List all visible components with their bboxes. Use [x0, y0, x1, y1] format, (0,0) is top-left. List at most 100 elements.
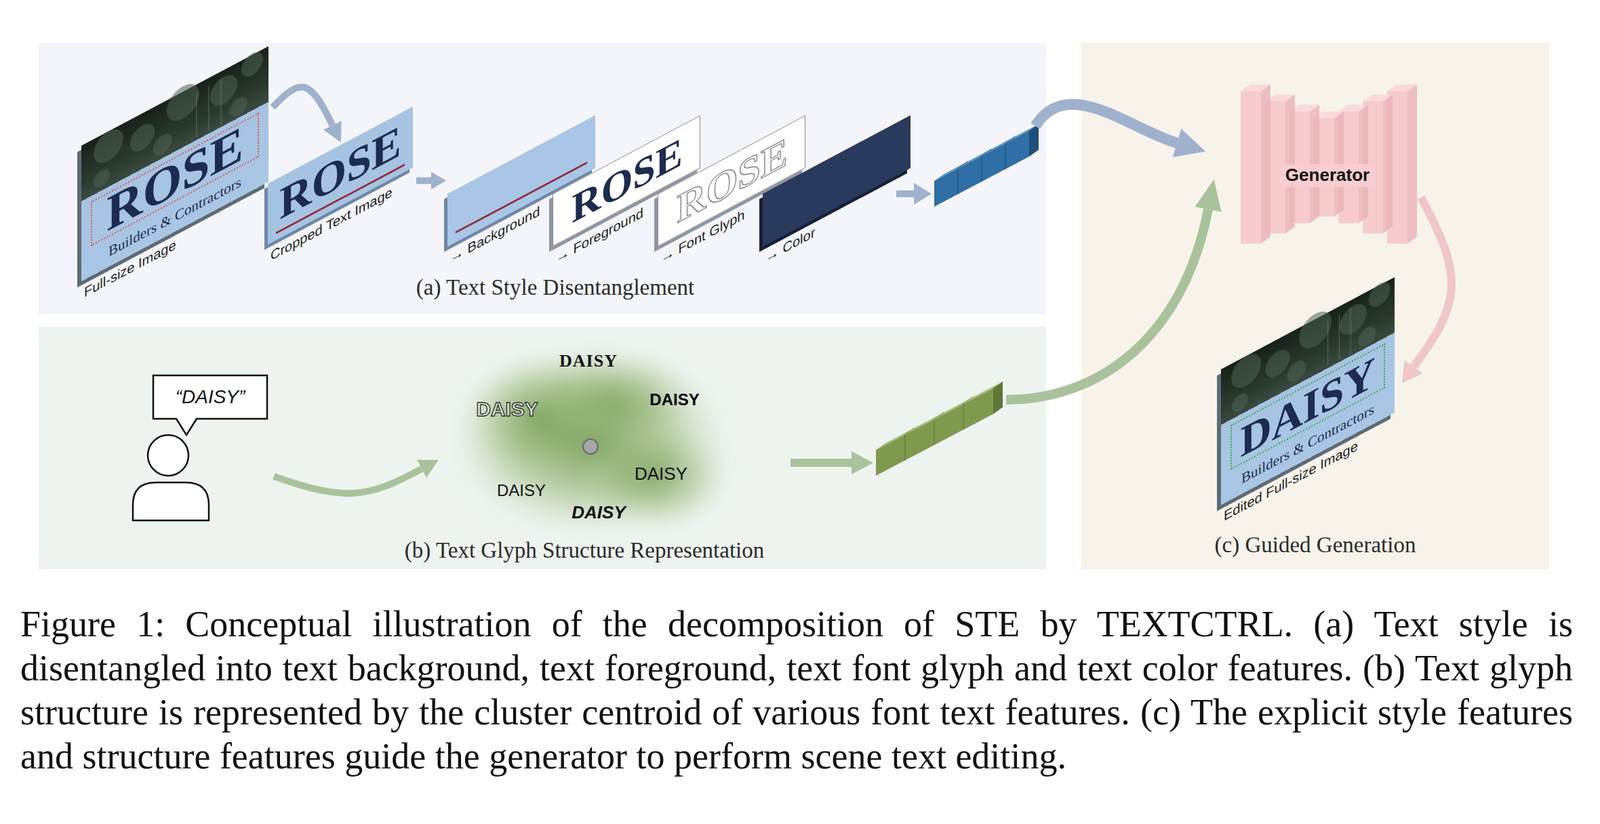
arrow-shaft	[896, 190, 916, 198]
image-slab: ROSEBuilders & ContractorsFull-size Imag…	[81, 46, 269, 282]
bar-segment	[962, 404, 965, 430]
fence-bar	[1350, 308, 1352, 354]
bar-face	[875, 388, 994, 476]
arrow-shaft	[1006, 209, 1209, 400]
text-holder: DAISY	[634, 464, 688, 485]
bar-end	[993, 381, 1003, 415]
arrow-shaft	[1035, 104, 1177, 144]
speech-bubble	[153, 375, 268, 419]
panel: GeneratorDAISYBuilders & ContractorsEdit…	[1081, 42, 1550, 570]
image-slab: ROSECropped Text Image	[267, 106, 413, 245]
flow-arrow	[1006, 179, 1222, 400]
foliage	[93, 123, 124, 169]
block-label: Generator	[1280, 164, 1375, 188]
foliage	[1231, 390, 1249, 416]
style-feature-bar	[934, 124, 1039, 207]
bar-top	[934, 124, 1039, 182]
panel-band	[1081, 42, 1550, 570]
plate-top	[1338, 105, 1369, 112]
bar-end	[1029, 124, 1039, 157]
plate-side	[1383, 94, 1393, 234]
arrow-head	[1172, 128, 1206, 158]
panel-title: (a) Text Style Disentanglement	[416, 275, 695, 302]
foliage	[130, 119, 155, 157]
flow-arrow	[1413, 197, 1452, 367]
speech-text: “DAISY”	[175, 386, 246, 409]
panel: ROSEBuilders & ContractorsFull-size Imag…	[38, 42, 1047, 315]
layer-plate	[1240, 84, 1271, 245]
fence-bar	[220, 79, 222, 125]
structure-feature-bar	[875, 381, 1003, 476]
plate-front	[1240, 91, 1262, 245]
bubble-tail	[176, 417, 197, 436]
flow-arrow	[416, 177, 432, 185]
font-sample: DAISY	[571, 503, 626, 524]
flow-arrow	[896, 183, 932, 205]
plate-top	[1387, 84, 1417, 92]
panel-title: (c) Guided Generation	[1214, 532, 1417, 559]
bar-top	[875, 381, 1003, 451]
foliage	[1368, 277, 1391, 312]
flow-arrow	[1035, 104, 1206, 158]
panel-band	[38, 326, 1047, 570]
bar-segment	[957, 162, 968, 169]
foliage	[241, 48, 264, 82]
flow-arrow	[272, 87, 333, 126]
plate-top	[1362, 94, 1393, 102]
bar-face	[934, 130, 1030, 207]
image-label: → Color	[765, 224, 815, 267]
flow-arrow	[790, 451, 874, 475]
text-holder: (a) Text Style Disentanglement	[416, 275, 695, 302]
foliage	[1265, 345, 1290, 383]
bar-segment	[981, 155, 983, 182]
font-sample: DAISY	[559, 351, 618, 372]
arrow-head	[1194, 179, 1222, 213]
bar-segment	[933, 419, 935, 446]
generator-block: Generator	[1236, 79, 1419, 249]
bar-segment	[934, 412, 944, 420]
foliage	[1286, 356, 1306, 386]
text-holder: DAISY	[496, 481, 546, 501]
bar-segment	[963, 397, 973, 405]
panel-title: (b) Text Glyph Structure Representation	[404, 538, 765, 565]
person-head	[147, 435, 189, 476]
cloud-shape	[451, 345, 730, 536]
plate-side	[1261, 84, 1271, 245]
foliage	[1357, 323, 1376, 351]
panel: “DAISY” DAISY DAISY DAISY DAISY DAISY DAISY (b)…	[38, 326, 1047, 570]
foliage	[1231, 348, 1262, 394]
text-holder: (b) Text Glyph Structure Representation	[404, 538, 765, 565]
text-holder: “DAISY”	[175, 386, 246, 409]
bar-segment	[957, 168, 959, 195]
person-body	[132, 482, 209, 521]
font-sample: DAISY	[649, 390, 699, 410]
panel-band	[38, 42, 1047, 315]
foliage	[166, 77, 200, 128]
cluster-centroid	[583, 439, 598, 455]
arrow-head	[913, 183, 932, 205]
text-holder: DAISY	[475, 397, 539, 422]
plate-side	[1407, 84, 1417, 245]
font-sample: DAISY	[475, 397, 539, 422]
text-holder: (c) Guided Generation	[1214, 532, 1417, 559]
feature-cluster: DAISY DAISY DAISY DAISY DAISY DAISY	[438, 338, 735, 536]
font-sample: DAISY	[634, 464, 688, 485]
speaker: “DAISY”	[128, 372, 273, 526]
bubble-tail	[176, 418, 197, 436]
arrow-shaft	[790, 458, 853, 468]
fence-bar	[1338, 314, 1340, 360]
fence-bar	[208, 86, 209, 131]
image-slab: DAISYBuilders & ContractorsEdited Full-s…	[1221, 277, 1395, 506]
foliage	[1298, 305, 1332, 356]
flow-arrow	[273, 469, 422, 494]
fence-bar	[1327, 320, 1329, 366]
bar-segment	[1005, 136, 1015, 144]
text-holder: DAISY	[571, 503, 626, 524]
text-holder: → Color	[765, 224, 815, 267]
bar-segment	[904, 434, 906, 461]
text-holder: DAISY	[649, 390, 699, 410]
figure-caption: Figure 1: Conceptual illustration of the…	[20, 602, 1573, 779]
bar-segment	[905, 427, 915, 435]
text-holder: Generator	[1280, 164, 1375, 188]
caption-box: Figure 1: Conceptual illustration of the…	[20, 602, 1573, 779]
